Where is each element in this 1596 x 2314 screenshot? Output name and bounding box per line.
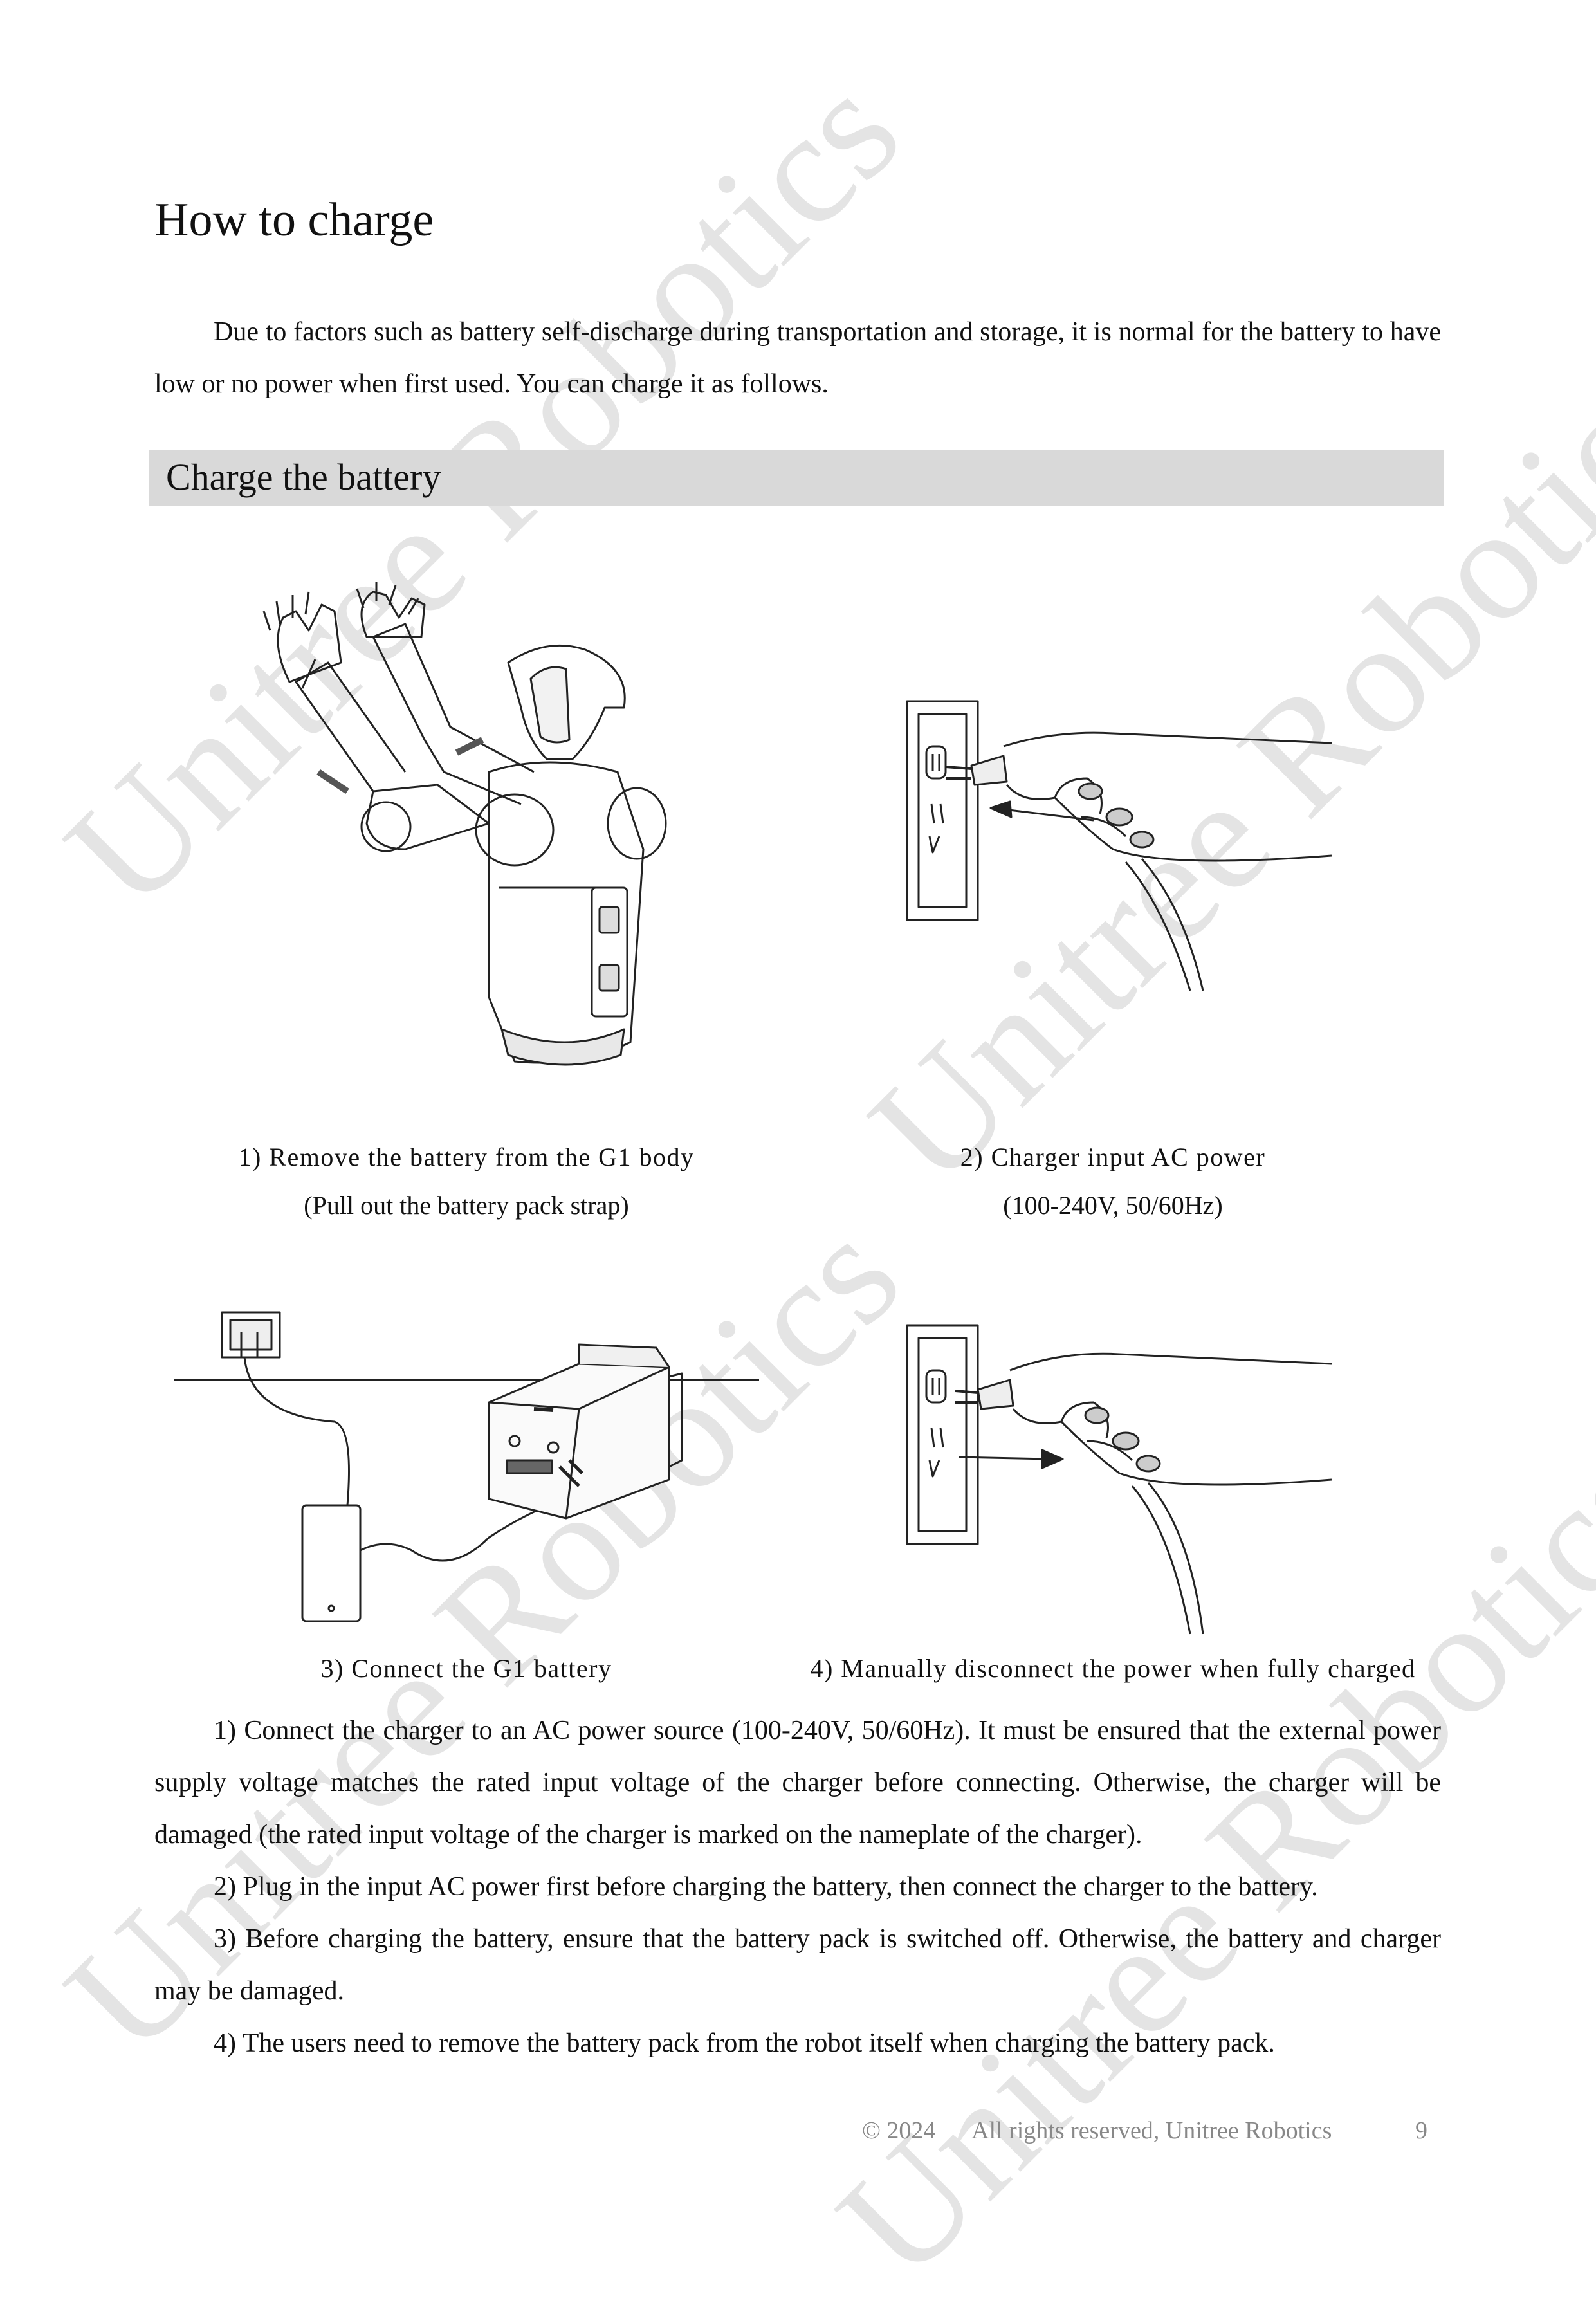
figure-4-caption: 4) Manually disconnect the power when fu… [810,1654,1416,1683]
step-4: 4) The users need to remove the battery … [214,2028,1275,2058]
footer-rights: All rights reserved, Unitree Robotics [971,2117,1332,2144]
figure-1-caption: 1) Remove the battery from the G1 body [238,1143,695,1171]
step-3: 3) Before charging the battery, ensure t… [154,1924,1441,2006]
battery-charger-illustration [174,1311,759,1622]
figure-2-caption: 2) Charger input AC power [960,1143,1266,1171]
footer-copyright: © 2024 [862,2117,936,2144]
section-title: Charge the battery [166,456,441,498]
step-2: 2) Plug in the input AC power first befo… [214,1872,1318,1902]
intro-paragraph: Due to factors such as battery self-disc… [154,317,1441,399]
figure-1-subcaption: (Pull out the battery pack strap) [304,1191,629,1220]
plug-in-illustration [906,700,1332,991]
figure-2-subcaption: (100-240V, 50/60Hz) [1003,1191,1223,1220]
step-1: 1) Connect the charger to an AC power so… [154,1716,1441,1850]
figure-3-caption: 3) Connect the G1 battery [320,1654,612,1683]
unplug-illustration [906,1324,1332,1635]
page-number: 9 [1415,2117,1427,2144]
section-header: Charge the battery [149,450,1444,506]
page-title: How to charge [154,194,434,246]
robot-battery-illustration [262,582,667,1066]
